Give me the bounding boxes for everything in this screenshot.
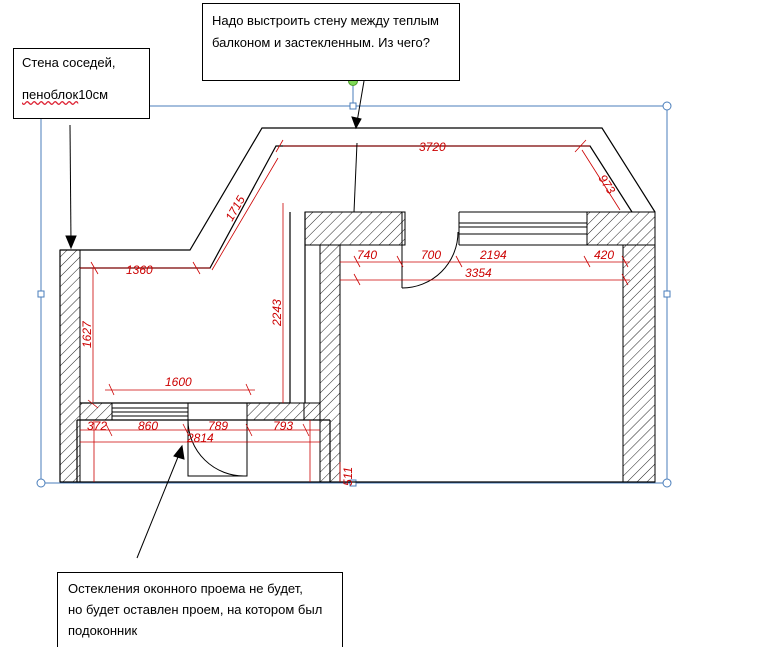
dim-2243: 2243	[270, 299, 284, 327]
resize-handle-right[interactable]	[663, 290, 671, 298]
dim-3354: 3354	[465, 266, 492, 280]
arrow-question	[356, 80, 365, 123]
top-wall-right	[586, 211, 656, 246]
resize-handle-top-right[interactable]	[662, 101, 672, 111]
dim-789: 789	[208, 419, 228, 433]
callout-neighbors-line1: Стена соседей,	[22, 55, 116, 70]
dim-860: 860	[138, 419, 158, 433]
dimension-labels: 3720 973 1715 1360 1627 2243 1600 740 70…	[80, 140, 618, 486]
resize-handle-left[interactable]	[37, 290, 45, 298]
door-bottom	[187, 403, 248, 477]
callout-opening-line1: Остекления оконного проема не будет,	[68, 581, 303, 596]
callout-neighbors-line2: пеноблок 10см	[22, 87, 141, 103]
top-wall-left	[304, 211, 406, 246]
dim-511: 511	[341, 467, 355, 486]
callout-question-line1: Надо выстроить стену между теплым	[212, 13, 439, 28]
callout-neighbors-underlined-word: пеноблок	[22, 87, 79, 102]
dim-1600: 1600	[165, 375, 192, 389]
callout-neighbors-line2-rest: 10см	[78, 87, 109, 102]
resize-handle-top[interactable]	[349, 102, 357, 110]
callout-arrows	[65, 80, 365, 559]
window-top	[459, 211, 587, 246]
arrow-neighbors-wall	[69, 124, 72, 244]
callout-question: Надо выстроить стену между теплым балкон…	[202, 3, 460, 81]
dim-3720: 3720	[419, 140, 446, 154]
dim-793: 793	[273, 419, 293, 433]
arrow-partition-line	[353, 142, 358, 213]
dim-1715: 1715	[222, 193, 248, 223]
resize-handle-bottom[interactable]	[349, 479, 357, 487]
bottom-wall-mid	[246, 402, 305, 421]
dim-1627: 1627	[80, 320, 94, 348]
door-top	[401, 212, 460, 289]
bottom-wall-left	[79, 402, 113, 421]
arrow-opening	[136, 451, 181, 559]
window-bottom	[112, 402, 188, 421]
dim-700: 700	[421, 248, 441, 262]
callout-neighbors-wall: Стена соседей, пеноблок 10см	[13, 48, 150, 119]
bottom-wall-right	[303, 402, 321, 421]
dim-1360: 1360	[126, 263, 153, 277]
dim-973: 973	[595, 172, 618, 197]
callout-opening-line2: но будет оставлен проем, на котором был	[68, 602, 323, 617]
resize-handle-bottom-right[interactable]	[662, 478, 672, 488]
resize-handle-bottom-left[interactable]	[36, 478, 46, 488]
callout-opening: Остекления оконного проема не будет, но …	[57, 572, 343, 647]
selection-frame[interactable]	[40, 81, 668, 484]
callout-question-line2: балконом и застекленным. Из чего?	[212, 35, 430, 50]
dim-740: 740	[357, 248, 377, 262]
hatched-walls	[59, 211, 656, 483]
right-wall	[622, 244, 656, 483]
callout-opening-line3: подоконник	[68, 623, 138, 638]
dimension-lines	[80, 139, 630, 482]
dim-372: 372	[87, 419, 107, 433]
dim-2194: 2194	[479, 248, 507, 262]
dim-420: 420	[594, 248, 614, 262]
dim-2814: 2814	[186, 431, 214, 445]
resize-handles[interactable]	[36, 101, 672, 488]
